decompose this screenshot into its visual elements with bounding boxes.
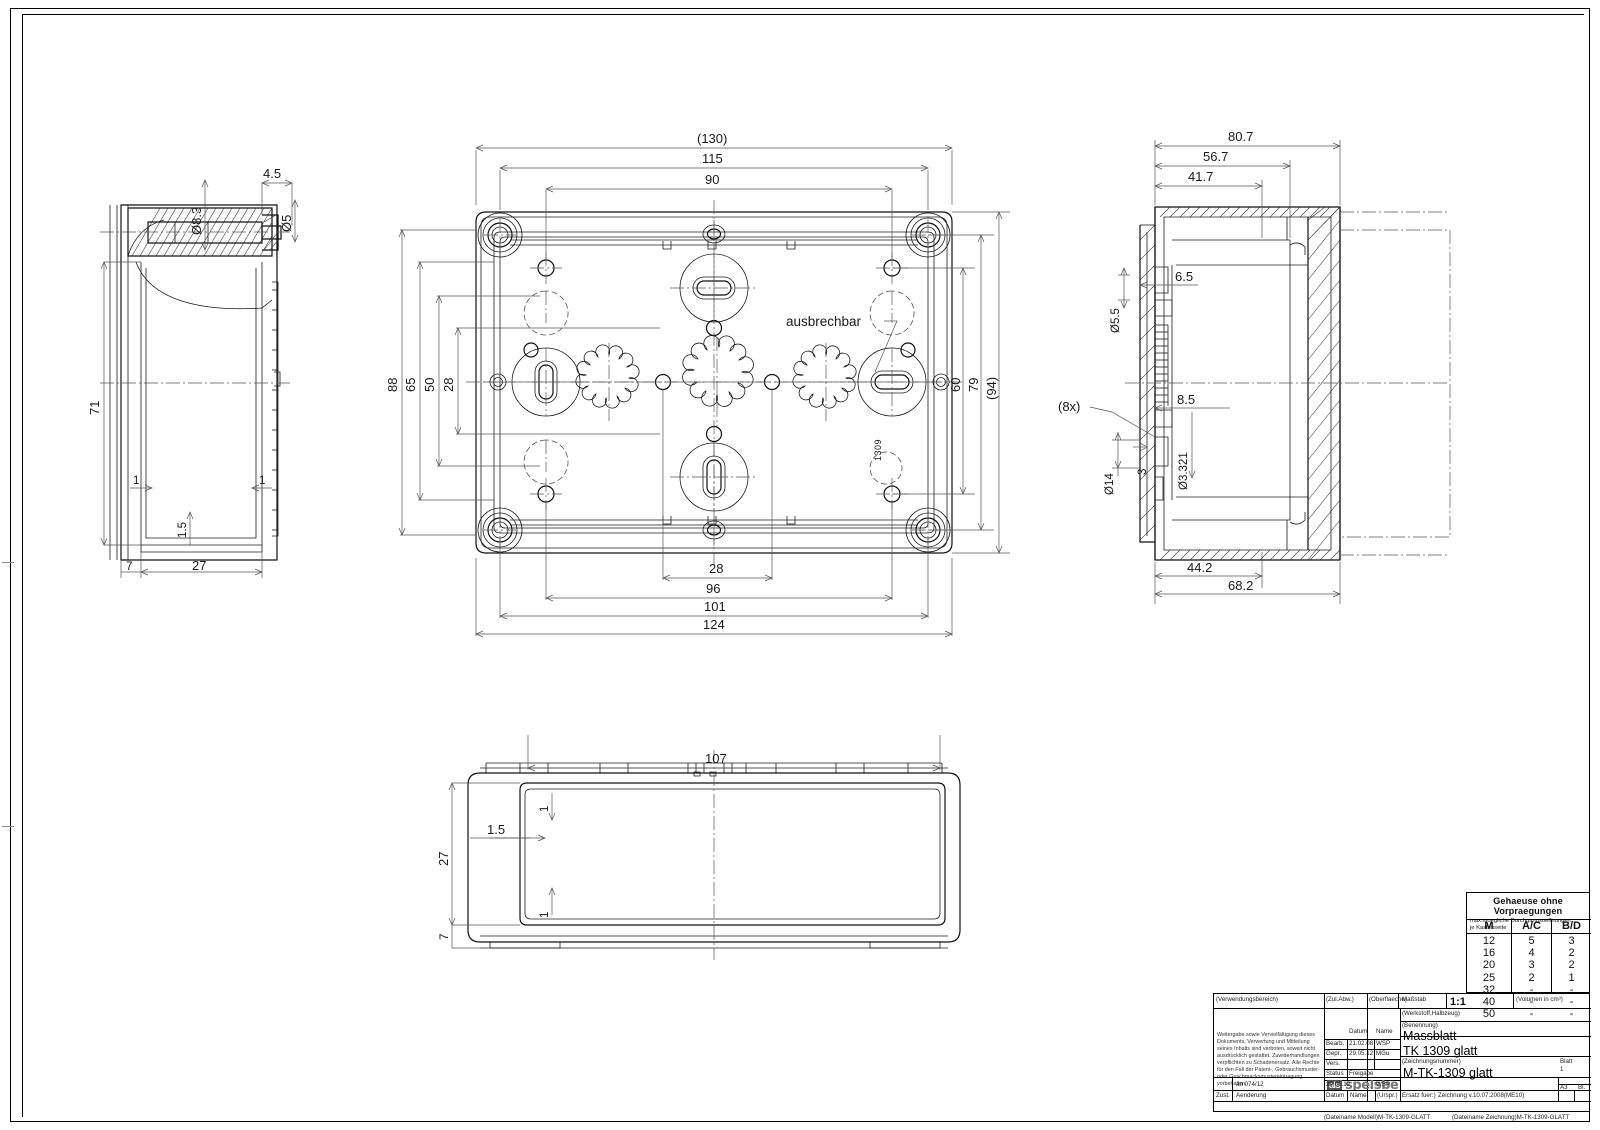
field-volumen-label: (Volumen in cm³) bbox=[1516, 996, 1563, 1003]
company-logo: als spelsberg bbox=[1325, 1080, 1399, 1090]
ersatz-value: Zeichnung v.10.07.2008(ME10) bbox=[1438, 1092, 1525, 1099]
status-label: Status bbox=[1326, 1070, 1344, 1077]
rev-datum-label: Datum bbox=[1326, 1092, 1345, 1099]
logo-mark: als bbox=[1327, 1080, 1343, 1090]
benennung-line-1: Massblatt bbox=[1403, 1029, 1457, 1043]
row-bearb-name: WSP bbox=[1376, 1040, 1391, 1047]
margin-tick-upper bbox=[2, 562, 14, 563]
rev-zust-label: Zust. bbox=[1216, 1092, 1230, 1099]
rev-zust-value: . bbox=[1217, 1081, 1219, 1088]
col-header-datum: Datum bbox=[1349, 1028, 1368, 1035]
row-bearb-role: Bearb. bbox=[1326, 1040, 1345, 1047]
field-benennung-label: (Benennung) bbox=[1402, 1022, 1438, 1029]
row-bearb-datum: 21.02.08 bbox=[1349, 1040, 1374, 1047]
field-oberflaeche-label: (Oberflaeche) bbox=[1369, 996, 1407, 1003]
knockout-table: Gehaeuse ohne Vorpraegungen max.moeglich… bbox=[1466, 892, 1591, 1020]
field-verwendungsbereich-label: (Verwendungsbereich) bbox=[1216, 996, 1278, 1003]
zeichnungsnummer-value: M-TK-1309 glatt bbox=[1403, 1066, 1493, 1080]
rev-name-value: WSP bbox=[1376, 1081, 1391, 1088]
field-zul-abw-label: (Zul.Abw.) bbox=[1326, 996, 1354, 1003]
knockout-table-subtitle-2: je Kastenseite bbox=[1470, 925, 1507, 931]
bl-label: Bl. bbox=[1578, 1084, 1586, 1091]
logo-wordmark: spelsberg bbox=[1345, 1080, 1399, 1090]
status-value: Freigabe bbox=[1349, 1070, 1374, 1077]
field-werkstoff-label: (Werkstoff,Halbzeug) bbox=[1402, 1010, 1460, 1017]
field-zeichnungsnummer-label: (Zeichnungsnummer) bbox=[1402, 1058, 1461, 1065]
blatt-value: 1 bbox=[1560, 1066, 1564, 1073]
sheet-frame-inner bbox=[22, 14, 1584, 1117]
rev-datum-value: 29.05.12 bbox=[1326, 1081, 1351, 1088]
margin-tick-lower bbox=[2, 826, 14, 827]
row-gepr-datum: 29.05.12 bbox=[1349, 1050, 1374, 1057]
sheet-frame-outer bbox=[10, 8, 1590, 1122]
blatt-label: Blatt bbox=[1560, 1058, 1573, 1065]
row-gepr-name: MGu bbox=[1376, 1050, 1390, 1057]
knockout-header-m: M bbox=[1484, 920, 1494, 932]
field-massstab-value: 1:1 bbox=[1450, 996, 1466, 1008]
knockout-header-ac: A/C bbox=[1522, 920, 1541, 932]
benennung-line-2: TK 1309 glatt bbox=[1403, 1044, 1478, 1058]
rev-aenderung-value: än 074/12 bbox=[1236, 1081, 1264, 1088]
rev-name-label: Name bbox=[1350, 1092, 1367, 1099]
ursprung-label: (Urspr.) bbox=[1377, 1092, 1398, 1099]
title-block: (Verwendungsbereich) (Zul.Abw.) (Oberfla… bbox=[1213, 993, 1591, 1112]
format-label: A3 bbox=[1560, 1084, 1568, 1091]
ersatz-label: Ersatz fuer:) bbox=[1402, 1092, 1436, 1099]
col-header-name: Name bbox=[1376, 1028, 1393, 1035]
field-massstab-label: Maßstab bbox=[1402, 996, 1427, 1003]
row-vers-role: Vers. bbox=[1326, 1060, 1341, 1067]
row-gepr-role: Gepr. bbox=[1326, 1050, 1342, 1057]
rev-aenderung-label: Aenderung bbox=[1236, 1092, 1267, 1099]
knockout-table-title: Gehaeuse ohne Vorpraegungen bbox=[1493, 896, 1563, 916]
dateiname-modell: (Dateiname Modell)M-TK-1309-GLATT bbox=[1324, 1114, 1431, 1121]
knockout-header-bd: B/D bbox=[1562, 920, 1581, 932]
knockout-table-subtitle-1: max.moegliche Durchgangsoeffnungen bbox=[1470, 918, 1571, 924]
dateiname-zeichnung: (Dateiname Zeichnung)M-TK-1309-GLATT bbox=[1452, 1114, 1570, 1121]
